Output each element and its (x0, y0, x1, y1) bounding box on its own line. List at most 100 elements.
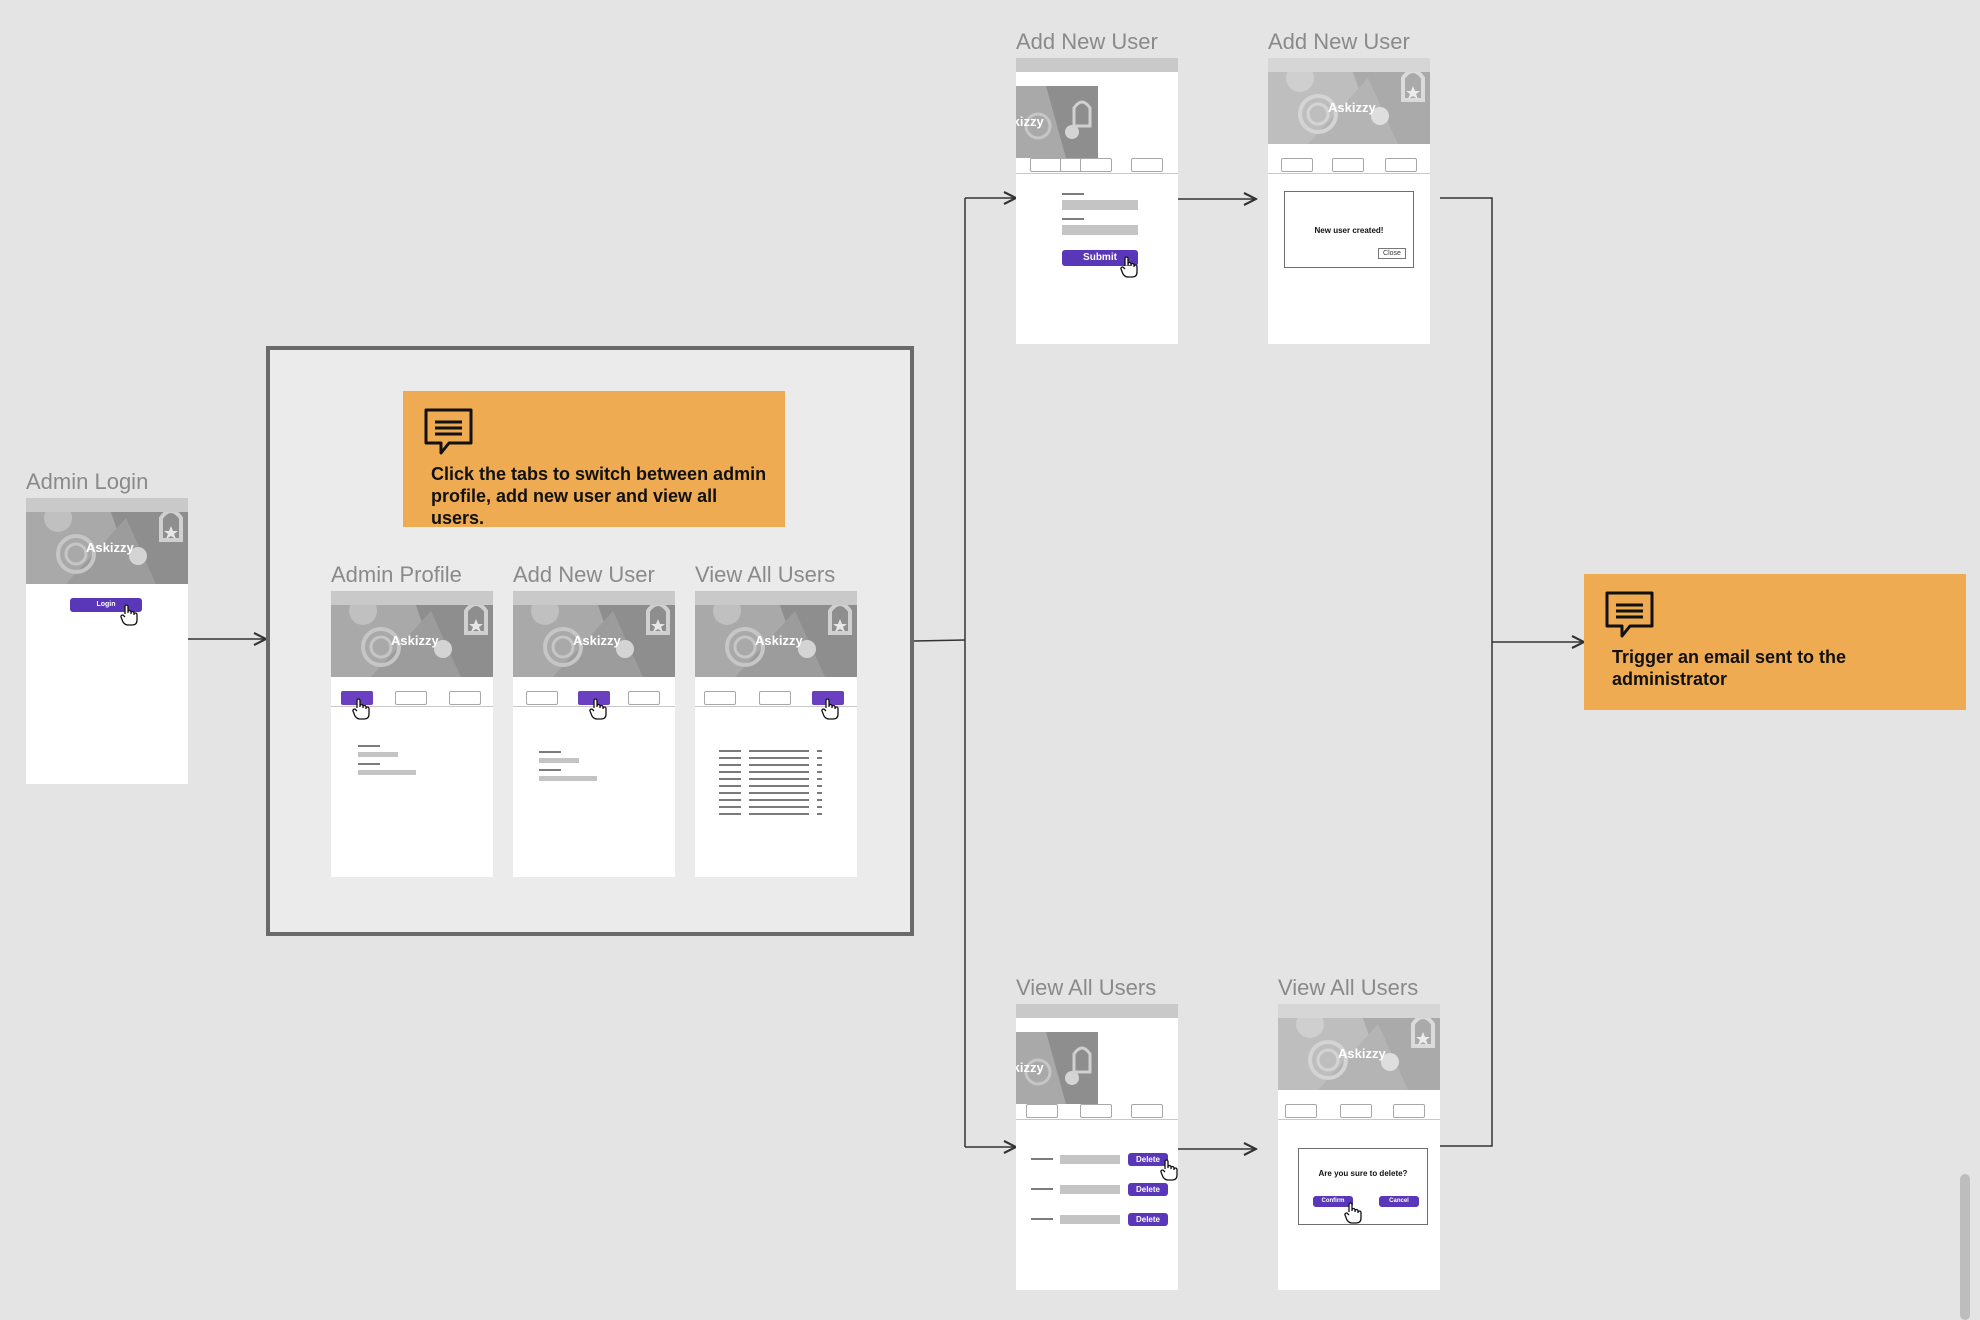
hand-pointer-icon (589, 698, 607, 720)
brand-logo: Askizzy (1328, 100, 1376, 115)
tab-view-all-users[interactable] (1393, 1104, 1425, 1118)
user-row-label (1031, 1158, 1053, 1160)
delete-button[interactable]: Delete (1128, 1153, 1168, 1166)
brand-logo: Askizzy (1016, 114, 1044, 129)
user-row-value (1060, 1155, 1120, 1164)
tab-add-new-user[interactable] (1080, 1104, 1112, 1118)
hero-banner-cropped: Askizzy (1016, 1032, 1098, 1104)
tabs-note-text: Click the tabs to switch between admin p… (431, 464, 767, 528)
connector-group-to-branch (913, 639, 966, 642)
tab-add-new-user[interactable] (1332, 158, 1364, 172)
frame-title-add-new-user-done: Add New User (1268, 29, 1410, 54)
tab-bar (331, 687, 493, 707)
hero-topbar (695, 591, 857, 605)
frame-title-admin-login: Admin Login (26, 469, 149, 494)
hand-pointer-icon (1344, 1202, 1362, 1224)
label-line (358, 763, 380, 765)
label-line (539, 751, 561, 753)
value-line (358, 752, 398, 757)
frame-add-new-user-done: Askizzy New user created! Close (1268, 58, 1430, 344)
tab-admin-profile[interactable] (1030, 158, 1062, 172)
hero-banner: Askizzy (1268, 58, 1430, 144)
label-line (358, 745, 380, 747)
tabs-note: Click the tabs to switch between admin p… (403, 391, 785, 528)
input-field[interactable] (1062, 225, 1138, 235)
label-line (539, 769, 561, 771)
hero-graphic (1268, 58, 1430, 144)
user-row-label (1031, 1188, 1053, 1190)
brand-logo: Askizzy (1016, 1060, 1044, 1075)
tab-bar (1268, 154, 1430, 174)
hero-banner: Askizzy (331, 591, 493, 677)
hero-graphic (513, 591, 675, 677)
vertical-scrollbar[interactable] (1960, 1174, 1970, 1320)
hero-graphic (1016, 86, 1098, 158)
frame-title-view-all-users-confirm: View All Users (1278, 975, 1419, 1000)
hand-pointer-icon (120, 604, 138, 626)
tab-bar (1278, 1100, 1440, 1120)
hero-topbar (331, 591, 493, 605)
frame-view-all-users-list: Askizzy Delete Delete Delete (1016, 1004, 1178, 1290)
tab-admin-profile[interactable] (1281, 158, 1313, 172)
frame-title-view-all-users-tab: View All Users (695, 562, 836, 587)
submit-button[interactable]: Submit (1062, 250, 1138, 266)
delete-button[interactable]: Delete (1128, 1213, 1168, 1226)
frame-view-all-users-confirm: Askizzy Are you sure to delete? Confirm … (1278, 1004, 1440, 1290)
frame-title-add-new-user-tab: Add New User (513, 562, 655, 587)
tab-view-all-users[interactable] (449, 691, 481, 705)
input-line (539, 758, 579, 763)
comment-icon (424, 408, 473, 455)
frame-add-new-user-tab: Askizzy (513, 591, 675, 877)
frame-admin-login: Askizzy Login (26, 498, 188, 784)
login-button[interactable]: Login (70, 598, 142, 612)
tab-admin-profile[interactable] (1285, 1104, 1317, 1118)
tab-add-new-user[interactable] (759, 691, 791, 705)
brand-logo: Askizzy (755, 633, 803, 648)
email-note-text: Trigger an email sent to the administrat… (1612, 647, 1847, 689)
cancel-button[interactable]: Cancel (1379, 1196, 1419, 1207)
hero-graphic (695, 591, 857, 677)
hero-banner: Askizzy (695, 591, 857, 677)
top-strip (1016, 58, 1178, 72)
hero-graphic (1016, 1032, 1098, 1104)
confirm-button[interactable]: Confirm (1313, 1196, 1353, 1207)
input-field[interactable] (1062, 200, 1138, 210)
hero-topbar (1268, 58, 1430, 72)
delete-button[interactable]: Delete (1128, 1183, 1168, 1196)
hero-topbar (513, 591, 675, 605)
tab-add-new-user[interactable] (1340, 1104, 1372, 1118)
hero-banner: Askizzy (1278, 1004, 1440, 1090)
brand-logo: Askizzy (573, 633, 621, 648)
tab-view-all-users[interactable] (1385, 158, 1417, 172)
user-row-value (1060, 1185, 1120, 1194)
hero-topbar (1278, 1004, 1440, 1018)
label-line (1062, 218, 1084, 220)
dialog-message: New user created! (1314, 226, 1384, 235)
close-button[interactable]: Close (1378, 248, 1406, 259)
frame-view-all-users-tab: Askizzy (695, 591, 857, 877)
brand-logo: Askizzy (391, 633, 439, 648)
dialog-message: Are you sure to delete? (1318, 1169, 1408, 1178)
frame-title-view-all-users-list: View All Users (1016, 975, 1157, 1000)
tab-bar (1016, 1100, 1178, 1120)
label-line (1062, 193, 1084, 195)
user-row-label (1031, 1218, 1053, 1220)
tab-admin-profile[interactable] (526, 691, 558, 705)
hand-pointer-icon (1160, 1159, 1178, 1181)
value-line (358, 770, 416, 775)
frame-add-new-user-form: Askizzy Submit (1016, 58, 1178, 344)
tab-admin-profile[interactable] (1026, 1104, 1058, 1118)
tab-add-new-user[interactable] (1080, 158, 1112, 172)
hand-pointer-icon (352, 698, 370, 720)
frame-title-add-new-user-form: Add New User (1016, 29, 1158, 54)
tab-admin-profile[interactable] (704, 691, 736, 705)
hero-banner: Askizzy (26, 498, 188, 584)
user-row-value (1060, 1215, 1120, 1224)
tab-add-new-user[interactable] (395, 691, 427, 705)
tab-view-all-users[interactable] (1131, 1104, 1163, 1118)
connector-done-to-merge (1440, 197, 1493, 1147)
tab-view-all-users[interactable] (628, 691, 660, 705)
tab-view-all-users[interactable] (1131, 158, 1163, 172)
